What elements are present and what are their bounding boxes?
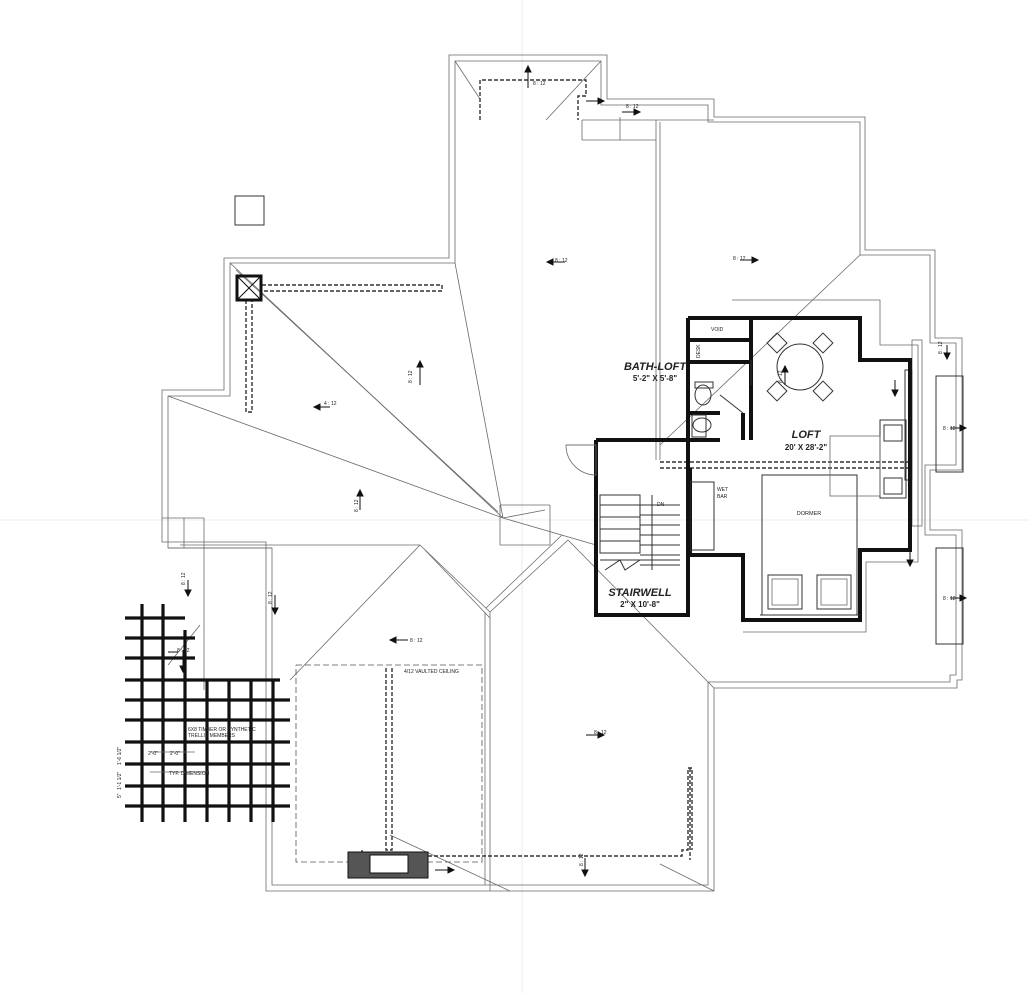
dim-vert-c: 5" [117, 793, 123, 798]
dim-vert-b: 1'-1 1/2" [117, 771, 123, 790]
slope-labels: 8 : 12 8 : 12 8 : 12 8 : 12 8 : 12 4 : 1… [177, 81, 956, 866]
wet-bar-line2: BAR [717, 494, 728, 500]
stair-treads [600, 495, 680, 571]
slope-label: 8 : 12 [533, 81, 546, 87]
roof-outline [161, 54, 963, 892]
vent-boxes [234, 195, 265, 302]
loft-name: LOFT [792, 429, 822, 441]
dim-vert-a: 1'-6 1/2" [117, 746, 123, 765]
fireplace [347, 851, 429, 879]
slope-label: 8 : 12 [268, 591, 274, 604]
slope-label: 8 : 12 [938, 341, 944, 354]
slope-label: 8 : 12 [410, 638, 423, 644]
slope-label: 8 : 12 [943, 426, 956, 432]
loft-walls [686, 299, 919, 633]
dining-table [766, 332, 834, 402]
slope-label: 8 : 12 [354, 499, 360, 512]
slope-label: 8 : 12 [733, 256, 746, 262]
slope-label: 8 : 12 [626, 104, 639, 110]
slope-arrows [168, 64, 968, 878]
slope-label: 8 : 12 [943, 596, 956, 602]
stairwell-walls [565, 438, 690, 617]
wet-bar-line1: WET [717, 487, 728, 493]
slope-label: 8 : 12 [579, 853, 585, 866]
stair-dn-label: DN [657, 502, 665, 508]
dormer-chairs [760, 574, 860, 616]
bath-fixtures [691, 381, 714, 438]
sofa [829, 419, 907, 499]
roof-ridges [162, 60, 861, 892]
room-labels: BATH-LOFT 5'-2" X 5'-8" LOFT 20' X 28'-2… [608, 327, 827, 609]
dashed-walls [245, 79, 910, 863]
stairwell-dims: 2" X 10'-8" [620, 600, 660, 609]
void-label: VOID [711, 327, 724, 333]
bath-loft-dims: 5'-2" X 5'-8" [633, 374, 678, 383]
slope-label: 8 : 12 [594, 730, 607, 736]
slope-label: 8 : 12 [555, 258, 568, 264]
slope-label: 8 : 12 [177, 648, 190, 654]
slope-label: 8 : 12 [778, 370, 784, 383]
dormer-label: DORMER [797, 511, 821, 517]
dim-2-0-b: 2'-0" [170, 751, 180, 757]
trellis-note-line1: 6X8 TIMBER OR SYNTHETIC [188, 727, 256, 733]
slope-label: 8 : 12 [408, 370, 414, 383]
notes: 4/12 VAULTED CEILING 6X8 TIMBER OR SYNTH… [117, 669, 459, 798]
dim-2-0-a: 2'-0" [148, 751, 158, 757]
stairwell-name: STAIRWELL [608, 587, 671, 599]
bath-loft-name: BATH-LOFT [624, 361, 687, 373]
desk-label: DESK [696, 344, 702, 358]
slope-label: 4 : 12 [324, 401, 337, 407]
typ-dimension-note: TYP. DIMENSION [169, 771, 210, 777]
trellis-note-line2: TRELLIS MEMBERS [188, 733, 236, 739]
vaulted-ceiling-note: 4/12 VAULTED CEILING [404, 669, 459, 675]
slope-label: 8 : 12 [181, 572, 187, 585]
loft-dims: 20' X 28'-2" [785, 443, 827, 452]
trellis [125, 604, 290, 822]
